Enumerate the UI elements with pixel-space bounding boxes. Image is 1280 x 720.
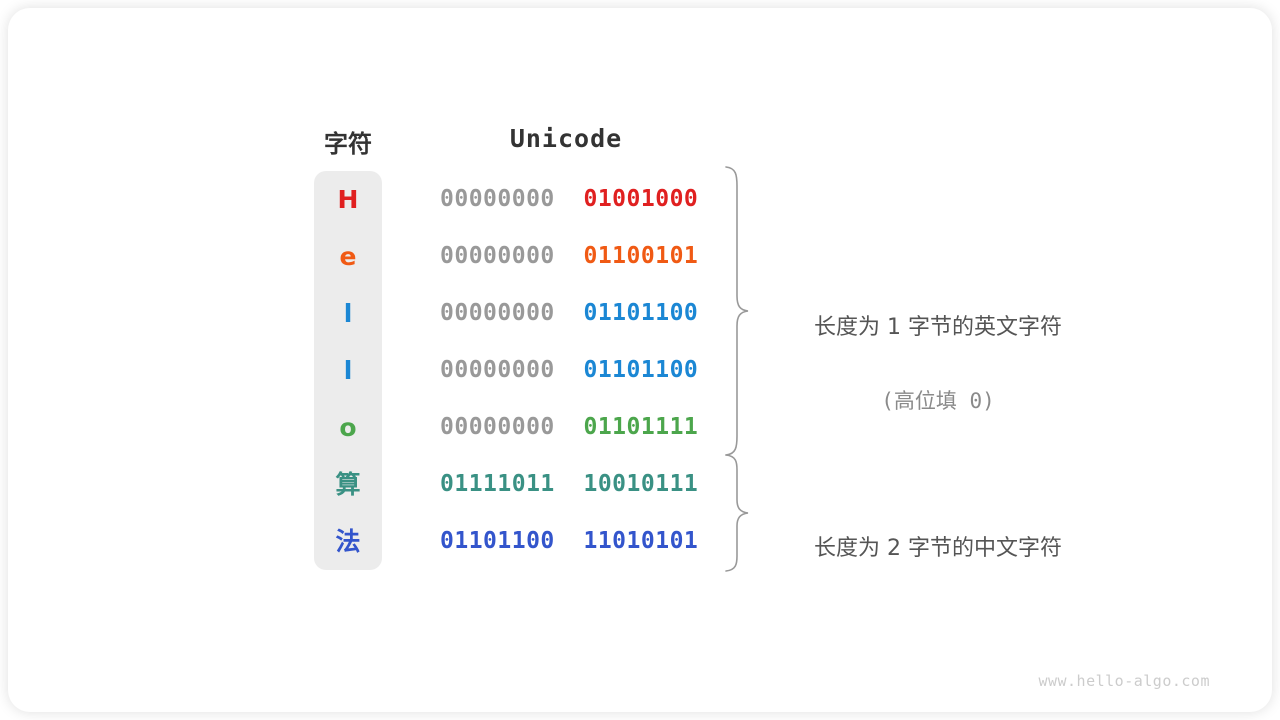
unicode-low-byte: 01001000 bbox=[583, 186, 699, 212]
character-column-background bbox=[314, 171, 382, 570]
unicode-low-byte: 01101111 bbox=[583, 414, 699, 440]
unicode-bits-cell: 00000000 01101111 bbox=[440, 399, 734, 456]
table-row: H 00000000 01001000 bbox=[314, 171, 734, 228]
column-header-character: 字符 bbox=[324, 130, 372, 158]
unicode-low-byte: 10010111 bbox=[583, 471, 699, 497]
table-row: l 00000000 01101100 bbox=[314, 342, 734, 399]
brace-english-characters bbox=[725, 166, 749, 456]
character-cell: e bbox=[339, 242, 357, 271]
unicode-bits-cell: 00000000 01100101 bbox=[440, 228, 734, 285]
unicode-low-byte: 01101100 bbox=[583, 357, 699, 383]
unicode-bits-cell: 00000000 01101100 bbox=[440, 342, 734, 399]
table-row: o 00000000 01101111 bbox=[314, 399, 734, 456]
unicode-high-byte: 01101100 bbox=[440, 528, 555, 554]
brace-chinese-characters bbox=[725, 454, 749, 572]
table-row: l 00000000 01101100 bbox=[314, 285, 734, 342]
annotation-english-sub: (高位填 0) bbox=[881, 389, 995, 413]
character-cell: 算 bbox=[335, 470, 361, 499]
unicode-bits-cell: 01101100 11010101 bbox=[440, 513, 734, 570]
unicode-high-byte: 00000000 bbox=[440, 243, 555, 269]
character-cell: l bbox=[343, 356, 353, 385]
unicode-high-byte: 00000000 bbox=[440, 300, 555, 326]
column-header-unicode: Unicode bbox=[509, 124, 623, 153]
character-cell: 法 bbox=[335, 527, 361, 556]
unicode-high-byte: 00000000 bbox=[440, 414, 555, 440]
table-row: 算 01111011 10010111 bbox=[314, 456, 734, 513]
figure-card: 字符 Unicode H 00000000 01001000 e 00000000 0… bbox=[8, 8, 1272, 712]
character-cell: l bbox=[343, 299, 353, 328]
table-row: e 00000000 01100101 bbox=[314, 228, 734, 285]
annotation-english-characters: 长度为 1 字节的英文字符 (高位填 0) bbox=[770, 272, 1106, 456]
unicode-low-byte: 01101100 bbox=[583, 300, 699, 326]
annotation-english-main: 长度为 1 字节的英文字符 bbox=[814, 315, 1062, 340]
unicode-high-byte: 01111011 bbox=[440, 471, 555, 497]
unicode-high-byte: 00000000 bbox=[440, 357, 555, 383]
character-cell: H bbox=[337, 185, 359, 214]
table-row: 法 01101100 11010101 bbox=[314, 513, 734, 570]
unicode-high-byte: 00000000 bbox=[440, 186, 555, 212]
annotation-chinese-main: 长度为 2 字节的中文字符 bbox=[814, 536, 1062, 561]
unicode-low-byte: 01100101 bbox=[583, 243, 699, 269]
unicode-bits-cell: 01111011 10010111 bbox=[440, 456, 734, 513]
unicode-bits-cell: 00000000 01101100 bbox=[440, 285, 734, 342]
watermark: www.hello-algo.com bbox=[1038, 672, 1210, 690]
annotation-chinese-characters: 长度为 2 字节的中文字符 bbox=[770, 493, 1106, 605]
unicode-bits-cell: 00000000 01001000 bbox=[440, 171, 734, 228]
character-cell: o bbox=[339, 413, 357, 442]
unicode-low-byte: 11010101 bbox=[583, 528, 699, 554]
